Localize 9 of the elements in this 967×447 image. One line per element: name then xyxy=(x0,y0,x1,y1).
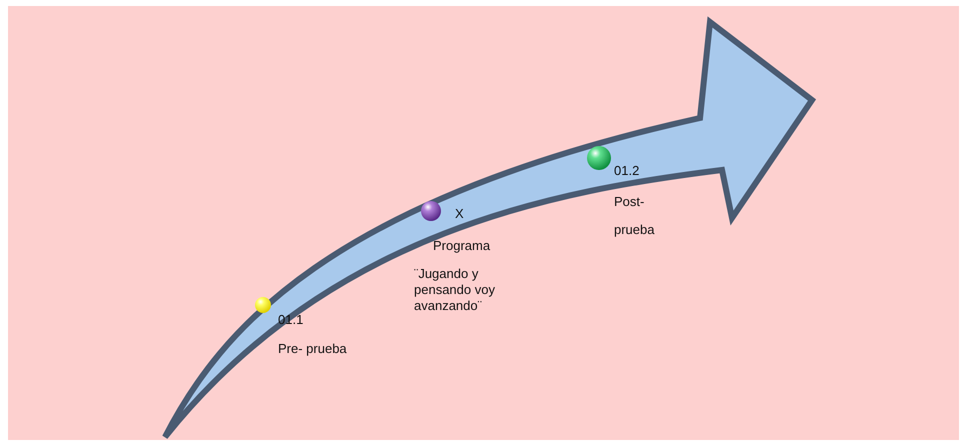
point-label: ¨Jugando y pensando voy avanzando¨ xyxy=(414,266,496,314)
ball-marker xyxy=(421,201,441,221)
point-label: Post- prueba xyxy=(614,193,656,239)
point-label: Programa xyxy=(433,238,492,254)
ball-marker xyxy=(587,146,611,170)
point-label: 01.2 xyxy=(614,163,640,179)
ball-marker xyxy=(255,297,271,313)
point-label: X xyxy=(455,206,465,222)
point-label: Pre- prueba xyxy=(278,341,348,357)
